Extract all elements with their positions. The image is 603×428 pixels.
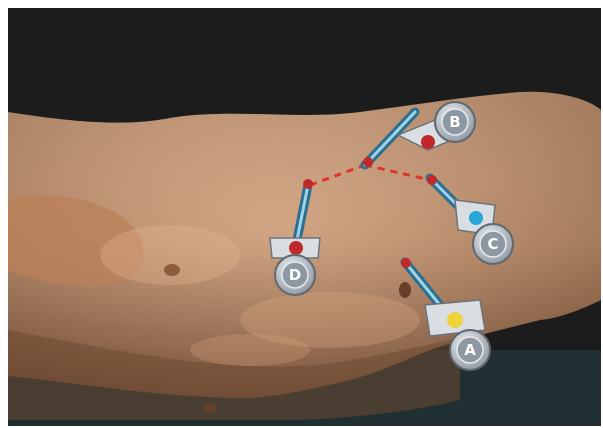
port-b-label: B (449, 113, 460, 131)
port-a-label: A (464, 341, 476, 359)
chest-highlight (100, 225, 240, 285)
navel (399, 282, 411, 298)
port-d-label: D (289, 266, 301, 284)
nipple (164, 264, 180, 276)
abdomen-highlight-2 (190, 334, 310, 366)
port-c-label: C (487, 235, 498, 253)
lower-navel (204, 404, 216, 412)
